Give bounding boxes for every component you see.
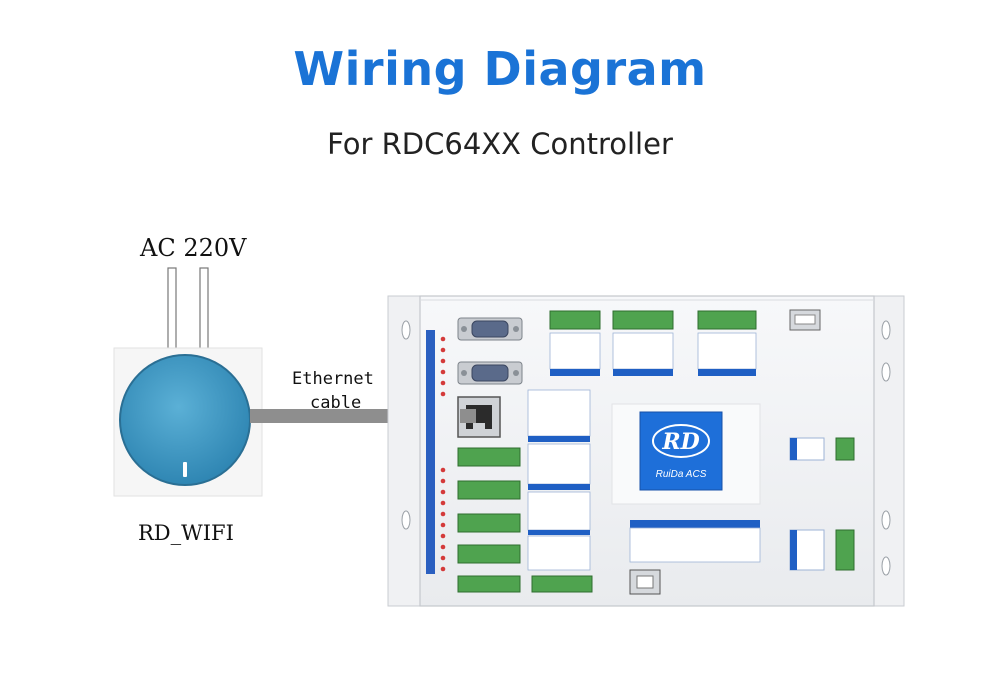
wifi-led-icon	[183, 462, 187, 477]
page-subtitle: For RDC64XX Controller	[327, 127, 673, 161]
cable-label-line1: Ethernet	[292, 369, 374, 389]
controller-board: RD RuiDa ACS	[387, 295, 905, 607]
brand-text: RuiDa ACS	[656, 469, 707, 480]
power-wires	[167, 267, 209, 357]
cable-label-line2: cable	[310, 393, 361, 413]
page-title: Wiring Diagram	[293, 42, 707, 96]
logo-text: RD	[661, 429, 699, 455]
wifi-module-label: RD_WIFI	[138, 521, 234, 545]
power-label: AC 220V	[139, 234, 247, 262]
cable-connector	[460, 409, 476, 423]
